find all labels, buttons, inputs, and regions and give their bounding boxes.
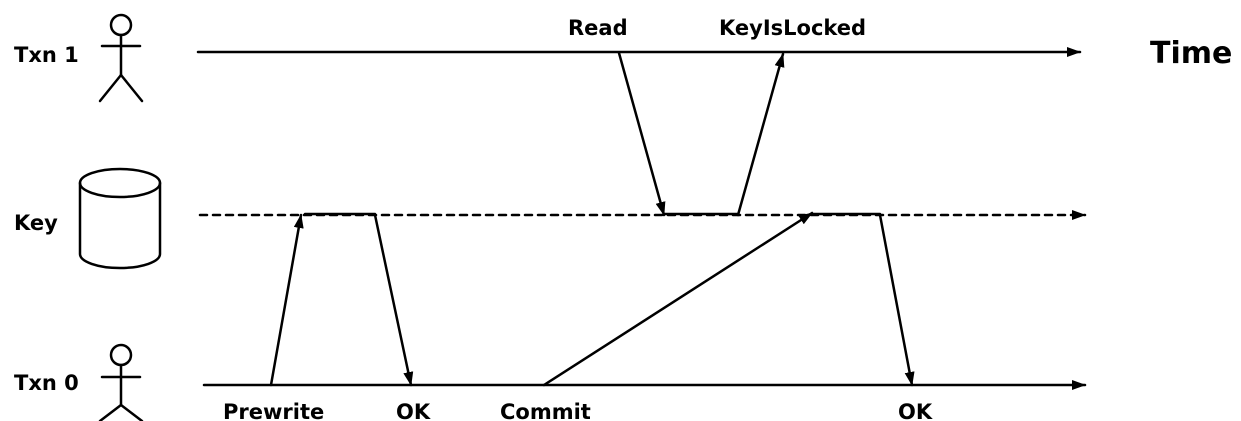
person-icon [98, 343, 144, 421]
row-label-txn0: Txn 0 [14, 371, 79, 395]
key-is-locked-arrow [736, 52, 785, 217]
read-label: Read [568, 16, 628, 40]
database-icon [78, 167, 162, 270]
key-is-locked-label: KeyIsLocked [719, 16, 866, 40]
time-label: Time [1150, 36, 1232, 71]
prewrite-ok-label: OK [396, 400, 431, 421]
person-icon [98, 13, 144, 103]
row-label-txn1: Txn 1 [14, 43, 79, 67]
prewrite-arrow [269, 213, 304, 387]
prewrite-ok-arrow [373, 213, 414, 387]
commit-ok-label: OK [898, 400, 933, 421]
prewrite-label: Prewrite [223, 400, 324, 421]
commit-arrow [542, 211, 814, 387]
commit-ok-arrow [878, 213, 915, 387]
commit-label: Commit [500, 400, 591, 421]
row-label-key: Key [14, 211, 58, 235]
read-arrow [617, 51, 666, 217]
